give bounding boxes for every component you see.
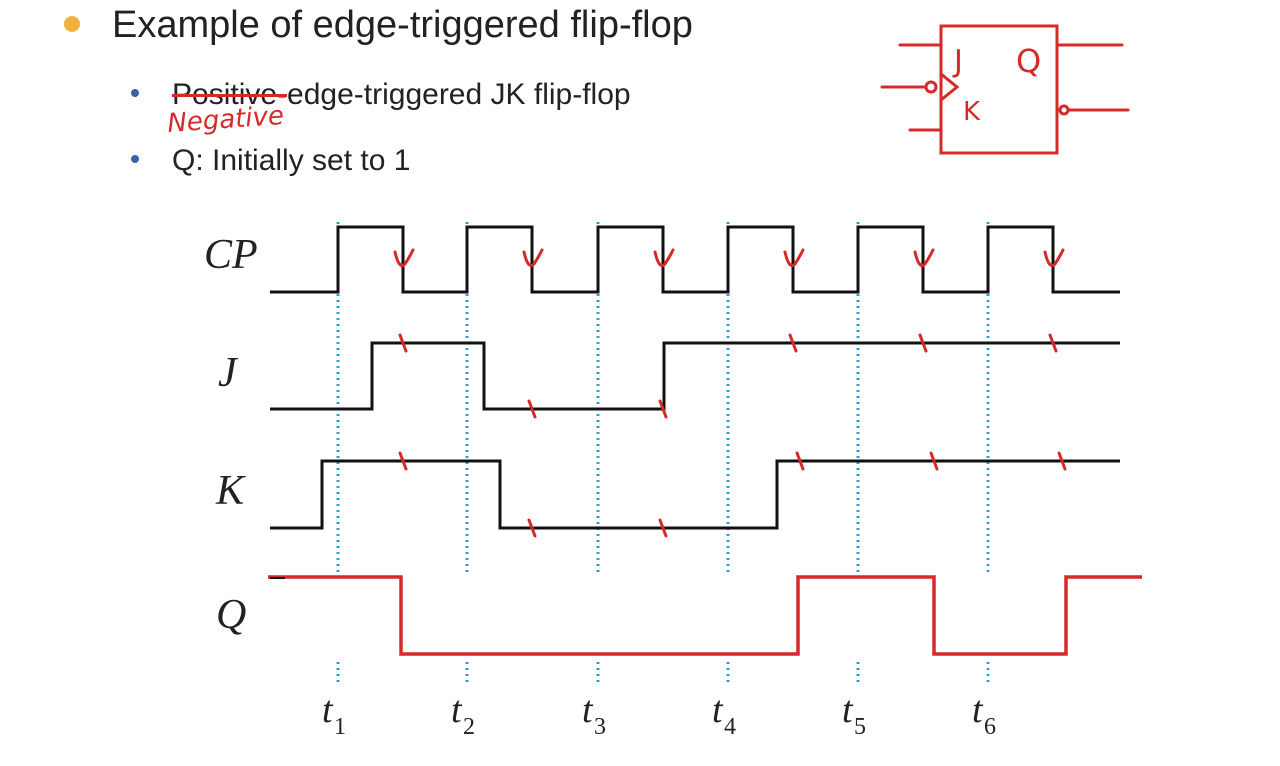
signal-label-q: Q	[216, 592, 246, 638]
falling-edge-mark-icon	[653, 248, 675, 267]
waveform-j	[270, 341, 1120, 411]
input-sample-mark	[398, 451, 408, 471]
input-sample-mark	[527, 399, 537, 419]
sub-bullet-icon-2	[131, 155, 139, 163]
waveform-k	[270, 459, 1120, 530]
time-label-base: t	[451, 689, 463, 731]
bullet-1-rest: edge-triggered JK flip-flop	[287, 78, 631, 111]
time-label-base: t	[972, 689, 984, 731]
input-sample-mark	[795, 451, 805, 471]
struck-word: Positive-	[172, 78, 288, 111]
falling-edge-mark-icon	[913, 248, 935, 267]
falling-edge-mark-icon	[522, 248, 544, 267]
time-label-sub: 2	[463, 714, 475, 740]
main-bullet-icon	[64, 16, 80, 32]
time-label-sub: 1	[334, 714, 346, 740]
symbol-k-label: K	[963, 97, 981, 127]
slide-title: Example of edge-triggered flip-flop	[112, 4, 693, 46]
time-label-sub: 4	[724, 714, 736, 740]
time-label-sub: 6	[984, 714, 996, 740]
input-sample-mark	[788, 333, 798, 353]
waveform-q	[268, 575, 1142, 656]
symbol-j-label: J	[952, 44, 963, 79]
waveform-cp	[270, 225, 1120, 294]
flipflop-box	[939, 24, 1059, 155]
signal-label-k: K	[215, 468, 246, 514]
falling-edge-mark-icon	[1043, 248, 1065, 267]
bullet-1: Positive-edge-triggered JK flip-flop	[172, 78, 631, 112]
input-sample-mark	[398, 333, 408, 353]
time-label-base: t	[322, 689, 334, 731]
time-label-base: t	[712, 689, 724, 731]
falling-edge-mark-icon	[393, 248, 415, 267]
signal-label-cp: CP	[204, 232, 258, 278]
time-label-sub: 5	[854, 714, 866, 740]
input-sample-mark	[658, 518, 668, 538]
signal-label-j: J	[218, 350, 239, 396]
input-sample-mark	[527, 518, 537, 538]
clock-bubble-icon	[924, 80, 938, 94]
symbol-q-label: Q	[1016, 42, 1041, 80]
time-label-sub: 3	[594, 714, 606, 740]
clock-triangle-icon	[939, 72, 960, 102]
jk-flipflop-symbol	[880, 24, 1130, 155]
falling-edge-mark-icon	[783, 248, 805, 267]
bullet-2: Q: Initially set to 1	[172, 144, 411, 177]
time-label-base: t	[842, 689, 854, 731]
input-sample-mark	[658, 399, 668, 419]
input-sample-mark	[1057, 451, 1067, 471]
sub-bullet-icon-1	[131, 89, 139, 97]
input-sample-mark	[929, 451, 939, 471]
input-sample-mark	[1048, 333, 1058, 353]
time-label-base: t	[582, 689, 594, 731]
input-sample-mark	[918, 333, 928, 353]
